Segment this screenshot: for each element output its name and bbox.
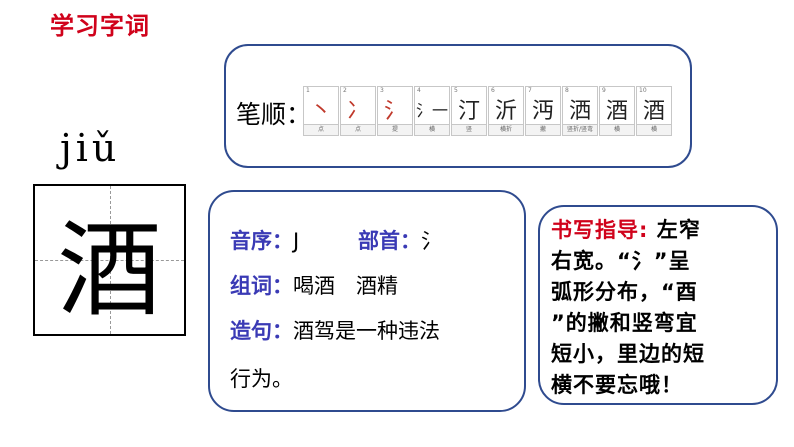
guide-line: 横不要忘哦！ (551, 373, 683, 397)
stroke-step-name: 点 (304, 124, 338, 135)
stroke-step-glyph: 沔 (526, 93, 560, 125)
stroke-step-glyph: 洒 (563, 93, 597, 125)
stroke-step-glyph: 酒 (637, 93, 671, 125)
stroke-step-glyph-text: 氵一 (415, 101, 448, 120)
stroke-step-name: 竖 (452, 124, 486, 135)
main-character: 酒 (57, 208, 162, 331)
stroke-step-index: 7 (528, 87, 532, 94)
guide-line: ”的撇和竖弯宜 (551, 311, 698, 335)
yinxu-label: 音序： (230, 229, 293, 253)
stroke-step: 4 氵一横 (414, 86, 450, 136)
zaoju-line-2: 行为。 (230, 367, 293, 391)
stroke-step-glyph: 氵一 (415, 93, 449, 125)
guide-label: 书写指导: (551, 218, 649, 242)
stroke-step-index: 6 (491, 87, 495, 94)
stroke-step-glyph: 汀 (452, 93, 486, 125)
zuci-value: 喝酒 酒精 (293, 274, 398, 298)
yinxu-row: 音序：J (230, 226, 299, 256)
stroke-step: 5 汀竖 (451, 86, 487, 136)
guide-line: 左窄 (656, 218, 701, 242)
stroke-step: 6 沂横折 (488, 86, 524, 136)
stroke-step-glyph-text: 汀 (457, 99, 480, 124)
stroke-step-glyph-text: 酒 (642, 99, 665, 124)
stroke-step-glyph: 酒 (600, 93, 634, 125)
stroke-step-name: 横 (415, 124, 449, 135)
stroke-order-label: 笔顺： (236, 100, 312, 129)
info-panel: 音序：J 部首：氵 组词：喝酒 酒精 造句：酒驾是一种违法 行为。 (208, 190, 526, 412)
bushou-label: 部首： (358, 229, 421, 253)
stroke-step-glyph-text: 酒 (605, 99, 628, 124)
pinyin: jiǔ (60, 126, 121, 170)
stroke-step-name: 横 (637, 124, 671, 135)
stroke-step-glyph-text: 氵 (383, 99, 406, 124)
zaoju-label: 造句： (230, 319, 293, 343)
zaoju-line-1: 酒驾是一种违法 (293, 319, 440, 343)
stroke-step-index: 8 (565, 87, 569, 94)
character-grid: 酒 (33, 184, 186, 336)
stroke-step-glyph-text: 丶 (309, 99, 332, 124)
stroke-step-index: 2 (343, 87, 347, 94)
writing-guide-text: 书写指导: 左窄 右宽。“氵”呈 弧形分布，“酉 ”的撇和竖弯宜 短小，里边的短… (551, 215, 761, 401)
stroke-step-index: 3 (380, 87, 384, 94)
stroke-order-panel (224, 44, 692, 168)
stroke-step: 2 冫点 (340, 86, 376, 136)
bushou-value: 氵 (421, 229, 442, 253)
guide-line: 短小，里边的短 (551, 342, 705, 366)
stroke-step-glyph: 氵 (378, 93, 412, 125)
zuci-row: 组词：喝酒 酒精 (230, 271, 398, 301)
stroke-step: 9 酒横 (599, 86, 635, 136)
stroke-step-name: 竖折/竖弯 (563, 124, 597, 135)
writing-guide-panel: 书写指导: 左窄 右宽。“氵”呈 弧形分布，“酉 ”的撇和竖弯宜 短小，里边的短… (538, 205, 778, 405)
stroke-step: 7 沔撇 (525, 86, 561, 136)
stroke-step-glyph-text: 沂 (494, 99, 517, 124)
stroke-step: 1 丶点 (303, 86, 339, 136)
yinxu-value: J (293, 229, 300, 253)
stroke-step-name: 横 (600, 124, 634, 135)
stroke-step-glyph-text: 冫 (346, 99, 369, 124)
stroke-step-name: 横折 (489, 124, 523, 135)
stroke-step: 10 酒横 (636, 86, 672, 136)
stroke-step-glyph-text: 洒 (568, 99, 591, 124)
stroke-step: 8 洒竖折/竖弯 (562, 86, 598, 136)
guide-line: 弧形分布，“酉 (551, 280, 698, 304)
stroke-step-name: 提 (378, 124, 412, 135)
guide-line: 右宽。“氵”呈 (551, 249, 691, 273)
bushou-row: 部首：氵 (358, 226, 442, 256)
section-title: 学习字词 (50, 12, 150, 40)
stroke-step-index: 9 (602, 87, 606, 94)
stroke-step-index: 10 (639, 87, 647, 94)
stroke-step: 3 氵提 (377, 86, 413, 136)
stroke-step-glyph: 沂 (489, 93, 523, 125)
stroke-step-index: 5 (454, 87, 458, 94)
stroke-step-glyph: 丶 (304, 93, 338, 125)
zuci-label: 组词： (230, 274, 293, 298)
stroke-step-index: 4 (417, 87, 421, 94)
zaoju-row: 造句：酒驾是一种违法 (230, 316, 440, 346)
stroke-step-name: 撇 (526, 124, 560, 135)
stroke-step-glyph: 冫 (341, 93, 375, 125)
stroke-step-glyph-text: 沔 (531, 99, 554, 124)
stroke-step-name: 点 (341, 124, 375, 135)
stroke-step-index: 1 (306, 87, 310, 94)
grid-vertical-guide (109, 186, 111, 334)
